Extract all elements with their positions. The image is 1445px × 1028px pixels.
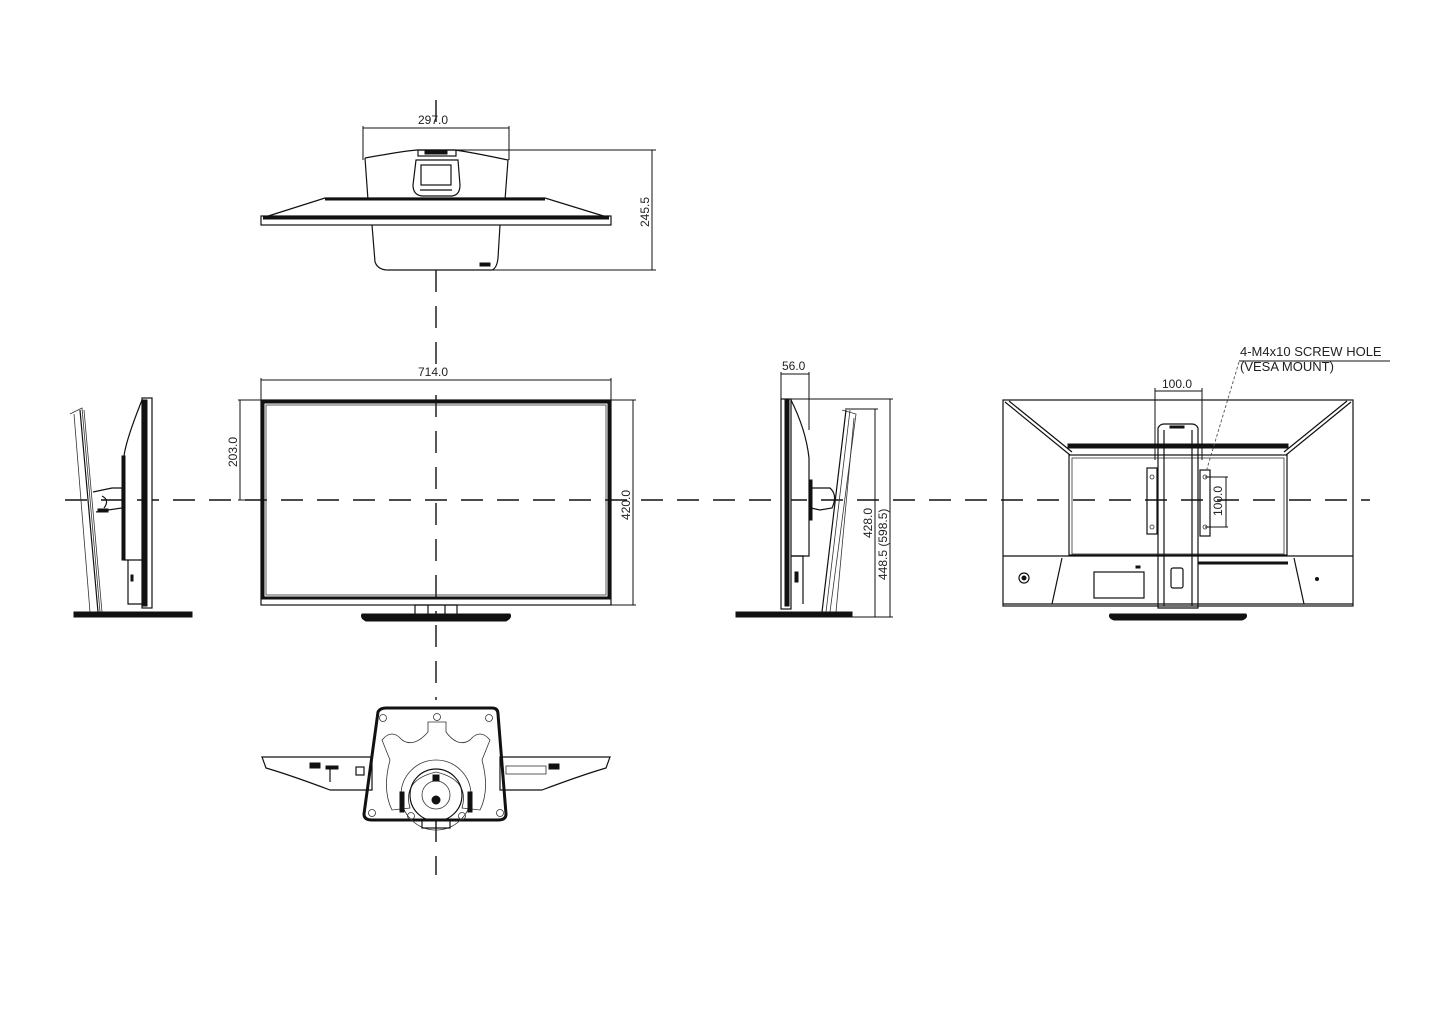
- rear-view: 100.0 100.0 4-M4x10 SCREW HOLE (VESA MOU…: [1002, 344, 1390, 621]
- dim-width: 714.0: [418, 365, 448, 379]
- dim-center-height: 203.0: [226, 437, 240, 467]
- bottom-view: [261, 706, 611, 831]
- center-lines: [65, 100, 1370, 875]
- dim-stand-width: 297.0: [418, 113, 448, 127]
- right-side-view: 56.0 428.0 448.5 (598.5): [735, 359, 893, 618]
- callout-screw-hole: 4-M4x10 SCREW HOLE: [1240, 344, 1382, 359]
- dim-depth: 245.5: [638, 197, 652, 227]
- front-view: 714.0 203.0 420.0: [226, 365, 636, 622]
- dim-height-range: 448.5 (598.5): [876, 509, 890, 580]
- dim-vesa-vertical: 100.0: [1211, 486, 1225, 516]
- dim-height-min: 428.0: [861, 508, 875, 538]
- dim-thickness: 56.0: [782, 359, 806, 373]
- left-side-view: [69, 397, 193, 618]
- dim-height: 420.0: [619, 490, 633, 520]
- dim-vesa-horizontal: 100.0: [1162, 377, 1192, 391]
- callout-vesa-mount: (VESA MOUNT): [1240, 359, 1334, 374]
- top-view: 297.0 245.5: [260, 113, 656, 271]
